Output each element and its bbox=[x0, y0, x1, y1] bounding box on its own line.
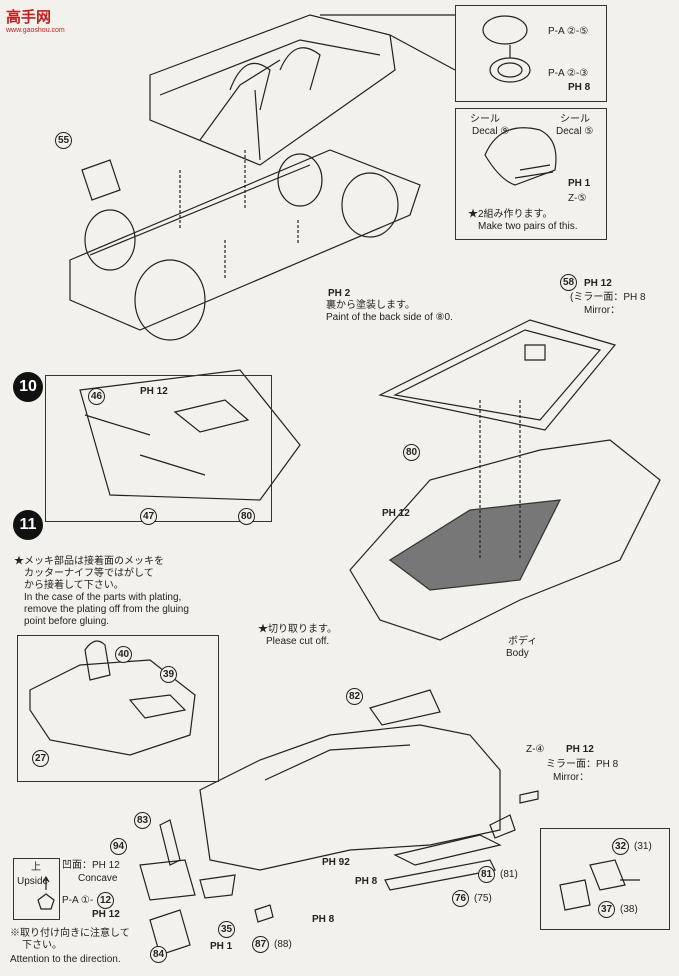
plating-l2: カッターナイフ等ではがして bbox=[24, 568, 154, 579]
part-39: 39 bbox=[160, 666, 177, 683]
step11-ph12b: PH 12 bbox=[566, 744, 594, 755]
step-10-marker: 10 bbox=[13, 372, 43, 402]
step10-hood-box bbox=[45, 375, 272, 522]
mirror-box bbox=[540, 828, 670, 930]
part-12: 12 bbox=[97, 892, 114, 909]
paint-jp: 裏から塗装します。 bbox=[326, 300, 415, 311]
step11-pa: P-A ①- bbox=[62, 895, 94, 906]
upside-en: Upside bbox=[17, 876, 49, 887]
helmet-note-jp: ★2組み作ります。 bbox=[468, 209, 553, 220]
concave-en: Concave bbox=[78, 873, 118, 884]
part-58: 58 bbox=[560, 274, 577, 291]
helmet-ph1: PH 1 bbox=[568, 178, 591, 189]
plating-l6: point before gluing. bbox=[24, 616, 110, 627]
watermark-text: 高手网 bbox=[6, 9, 52, 26]
part-81b: (81) bbox=[500, 869, 518, 880]
part-27: 27 bbox=[32, 750, 49, 767]
part-94: 94 bbox=[110, 838, 127, 855]
part-82: 82 bbox=[346, 688, 363, 705]
paint-en: Paint of the back side of ⑧0. bbox=[326, 312, 453, 323]
body-en: Body bbox=[506, 648, 529, 659]
part-32: 32 bbox=[612, 838, 629, 855]
step11-ph1: PH 1 bbox=[210, 941, 233, 952]
helmet-decal-a: Decal ⑨ bbox=[472, 126, 510, 137]
upside-jp: 上 bbox=[31, 862, 41, 873]
mirror-en: Mirror： bbox=[584, 305, 621, 316]
top-pa-label-2: P-A ②-③ bbox=[548, 68, 589, 79]
step11-ph12c: PH 12 bbox=[92, 909, 120, 920]
step11-mirror-en: Mirror： bbox=[553, 772, 590, 783]
step-11-marker: 11 bbox=[13, 510, 43, 540]
mirror-jp: (ミラー面：PH 8 bbox=[570, 292, 646, 303]
helmet-note-en: Make two pairs of this. bbox=[478, 221, 578, 232]
paint-ph2: PH 2 bbox=[328, 288, 351, 299]
helmet-box bbox=[455, 108, 607, 240]
helmet-decal-jp-b: シール bbox=[560, 114, 590, 125]
watermark-logo: 高手网 www.gaoshou.com bbox=[6, 6, 65, 34]
part-76: 76 bbox=[452, 890, 469, 907]
step11-ph8b: PH 8 bbox=[312, 914, 335, 925]
top-ph8: PH 8 bbox=[568, 82, 591, 93]
attention-jp1: ※取り付け向きに注意して bbox=[10, 928, 130, 939]
part-87: 87 bbox=[252, 936, 269, 953]
part-z4: Z-④ bbox=[526, 744, 545, 755]
helmet-decal-b: Decal ⑤ bbox=[556, 126, 594, 137]
part-88: (88) bbox=[274, 939, 292, 950]
part-38: (38) bbox=[620, 904, 638, 915]
part-31: (31) bbox=[634, 841, 652, 852]
bumper-box bbox=[17, 635, 219, 782]
part-75: (75) bbox=[474, 893, 492, 904]
body-ph12: PH 12 bbox=[382, 508, 410, 519]
watermark-sub: www.gaoshou.com bbox=[6, 27, 65, 34]
cut-en: Please cut off. bbox=[266, 636, 330, 647]
part-83: 83 bbox=[134, 812, 151, 829]
step10-ph12: PH 12 bbox=[140, 386, 168, 397]
part-47: 47 bbox=[140, 508, 157, 525]
step11-ph92: PH 92 bbox=[322, 857, 350, 868]
plating-l5: remove the plating off from the gluing bbox=[24, 604, 189, 615]
mirror-ph12: PH 12 bbox=[584, 278, 612, 289]
body-jp: ボディ bbox=[508, 636, 538, 647]
plating-l1: ★メッキ部品は接着面のメッキを bbox=[14, 556, 164, 567]
top-pa-label-1: P-A ②-⑤ bbox=[548, 26, 589, 37]
top-parts-box bbox=[455, 5, 607, 102]
plating-l4: In the case of the parts with plating, bbox=[24, 592, 182, 603]
part-84: 84 bbox=[150, 946, 167, 963]
step11-mirror-jp: ミラー面：PH 8 bbox=[546, 759, 619, 770]
plating-l3: から接着して下さい。 bbox=[24, 580, 124, 591]
part-35: 35 bbox=[218, 921, 235, 938]
concave-jp: 凹面：PH 12 bbox=[62, 860, 120, 871]
helmet-decal-jp-a: シール bbox=[470, 114, 500, 125]
part-55: 55 bbox=[55, 132, 72, 149]
attention-jp2: 下さい。 bbox=[22, 940, 62, 951]
part-40: 40 bbox=[115, 646, 132, 663]
helmet-z5: Z-⑤ bbox=[568, 193, 587, 204]
step11-ph8: PH 8 bbox=[355, 876, 378, 887]
part-81: 81 bbox=[478, 866, 495, 883]
part-37: 37 bbox=[598, 901, 615, 918]
attention-en: Attention to the direction. bbox=[10, 954, 121, 965]
part-80-roof: 80 bbox=[403, 444, 420, 461]
cut-jp: ★切り取ります。 bbox=[258, 624, 337, 635]
part-46: 46 bbox=[88, 388, 105, 405]
part-80-hood: 80 bbox=[238, 508, 255, 525]
upside-box bbox=[13, 858, 60, 920]
